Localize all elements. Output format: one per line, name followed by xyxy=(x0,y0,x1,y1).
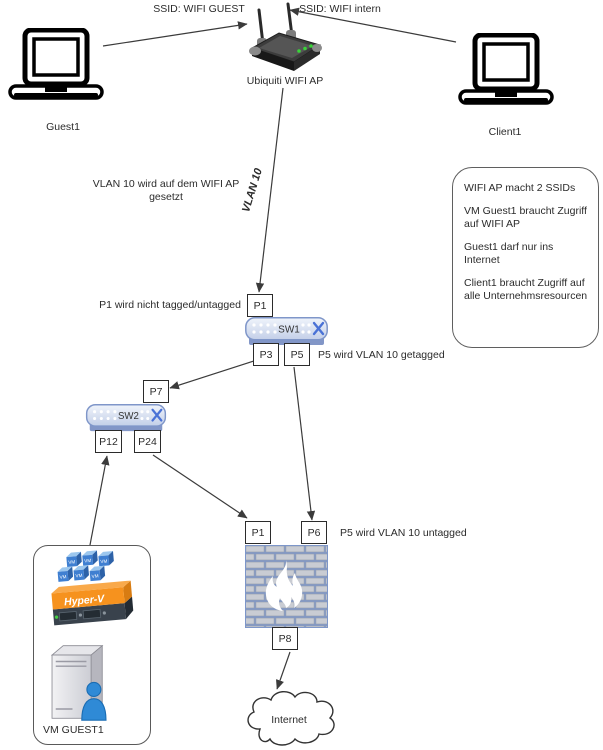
svg-text:VM: VM xyxy=(59,574,66,580)
laptop-icon-guest1 xyxy=(8,27,104,111)
note-line: Client1 braucht Zugriff auf alle Unterne… xyxy=(464,277,588,302)
flame-icon xyxy=(265,558,303,611)
svg-text:VM: VM xyxy=(84,558,91,564)
svg-text:VM: VM xyxy=(91,573,98,579)
port-fw-p6: P6 xyxy=(301,521,327,544)
laptop-icon-client1 xyxy=(457,32,555,116)
internet-label: Internet xyxy=(271,714,307,726)
ssid-intern-label: SSID: WIFI intern xyxy=(299,3,381,15)
svg-text:VM: VM xyxy=(68,559,75,565)
p5-tagged-note: P5 wird VLAN 10 getagged xyxy=(318,349,445,361)
edge-sw1-p3-to-sw2-p7 xyxy=(169,359,258,390)
hyperv-host-group: Hyper-V VM VM VM xyxy=(33,545,151,745)
guest1-label: Guest1 xyxy=(46,121,80,133)
internet-cloud: Internet xyxy=(240,687,342,750)
switch-crossover-icon xyxy=(312,321,325,336)
port-sw2-p12: P12 xyxy=(95,430,122,453)
port-sw2-p24: P24 xyxy=(134,430,161,453)
requirements-note: WIFI AP macht 2 SSIDs VM Guest1 braucht … xyxy=(452,167,599,348)
ssid-guest-label: SSID: WIFI GUEST xyxy=(153,3,245,15)
firewall-icon xyxy=(245,545,328,633)
port-sw1-p3: P3 xyxy=(253,343,279,366)
hyperv-text: Hyper-V xyxy=(64,593,106,609)
note-line: VM Guest1 braucht Zugriff auf WIFI AP xyxy=(464,205,587,230)
switch-crossover-icon xyxy=(151,408,163,422)
note-line: WIFI AP macht 2 SSIDs xyxy=(464,182,576,194)
port-sw1-p5: P5 xyxy=(284,343,310,366)
ap-label: Ubiquiti WIFI AP xyxy=(246,75,324,87)
vm-guest1-label: VM GUEST1 xyxy=(43,724,104,736)
svg-text:VM: VM xyxy=(75,573,82,579)
edge-guest1-to-ap xyxy=(102,21,248,47)
vm-cubes: VM VM VM VM xyxy=(57,550,114,582)
edge-hyperv-to-sw2-p12 xyxy=(89,455,110,546)
person-icon xyxy=(81,681,107,721)
port-fw-p1: P1 xyxy=(245,521,271,544)
hyperv-icon: Hyper-V VM VM VM xyxy=(51,550,134,626)
edge-sw1-p5-to-fw-p6 xyxy=(293,366,316,521)
switch-sw2: SW2 xyxy=(85,404,167,438)
vm-server-icon xyxy=(50,644,107,721)
port-fw-p8: P8 xyxy=(272,627,298,650)
port-sw1-p1: P1 xyxy=(247,294,273,317)
client1-label: Client1 xyxy=(488,126,522,138)
edge-ap-to-sw1-p1 xyxy=(255,87,284,293)
vlan-ap-note: VLAN 10 wird auf dem WIFI AP gesetzt xyxy=(92,178,240,203)
p5-untagged-note: P5 wird VLAN 10 untagged xyxy=(340,527,467,539)
edge-sw2-p24-to-fw-p1 xyxy=(152,454,248,519)
sw1-label: SW1 xyxy=(278,325,300,336)
vlan-edge-label: VLAN 10 xyxy=(240,166,265,214)
p1-untagged-note: P1 wird nicht tagged/untagged xyxy=(99,299,241,311)
sw2-label: SW2 xyxy=(118,411,139,422)
port-sw2-p7: P7 xyxy=(143,380,169,403)
svg-text:VM: VM xyxy=(100,559,107,565)
edge-fw-p8-to-internet xyxy=(276,651,291,690)
note-line: Guest1 darf nur ins Internet xyxy=(464,241,554,266)
